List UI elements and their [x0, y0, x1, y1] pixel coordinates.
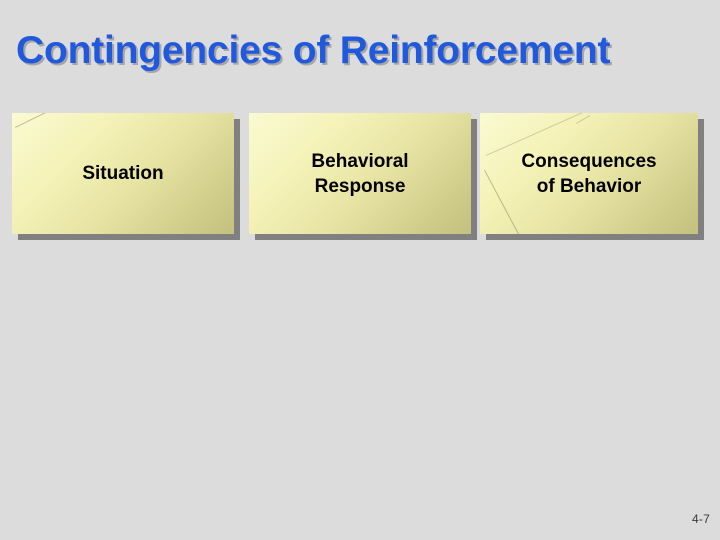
concept-box-label: Situation — [82, 163, 164, 184]
concept-box-label: Behavioral Response — [311, 150, 409, 197]
scan-artifact-line — [15, 113, 46, 128]
concept-box-behavioral-response[interactable]: Behavioral Response — [249, 113, 471, 234]
scan-artifact-line — [576, 115, 591, 124]
concept-box-label: Consequences of Behavior — [521, 150, 657, 197]
page-title: Contingencies of Reinforcement — [16, 29, 611, 72]
page-number: 4-7 — [692, 512, 710, 526]
concept-box-consequences-of-behavior[interactable]: Consequences of Behavior — [480, 113, 698, 234]
concept-box-situation[interactable]: Situation — [12, 113, 234, 234]
